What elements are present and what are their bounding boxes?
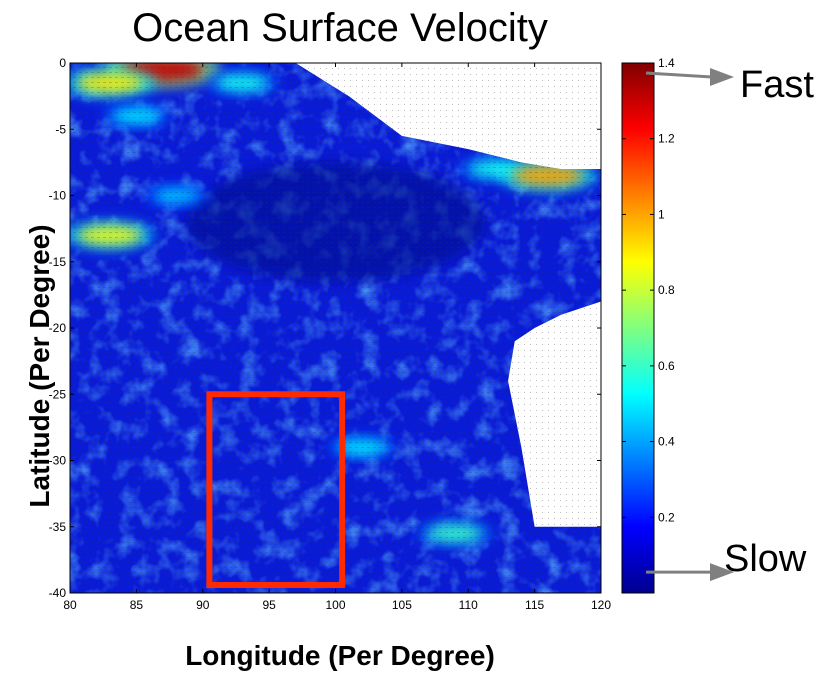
annotation-arrow-head-0 (710, 68, 734, 86)
x-tick-label-6: 110 (459, 598, 478, 612)
x-tick-label-3: 95 (262, 598, 276, 612)
colorbar-tick-label-5: 1.2 (658, 132, 675, 146)
x-tick-label-7: 115 (525, 598, 544, 612)
y-tick-label-2: -10 (49, 189, 67, 203)
y-tick-label-3: -15 (49, 255, 67, 269)
annotation-arrow-line-0 (645, 71, 713, 79)
x-tick-label-0: 80 (63, 598, 77, 612)
y-tick-label-1: -5 (55, 122, 66, 136)
fast-annotation: Fast (740, 64, 814, 106)
x-axis-title: Longitude (Per Degree) (185, 640, 495, 671)
colorbar-tick-label-6: 1.4 (658, 56, 675, 70)
x-tick-label-1: 85 (130, 598, 144, 612)
chart-title: Ocean Surface Velocity (132, 6, 548, 50)
y-tick-label-7: -35 (49, 520, 67, 534)
colorbar-tick-label-1: 0.4 (658, 435, 675, 449)
land-stipple-0 (295, 63, 601, 169)
annotation-arrow-head-1 (710, 563, 734, 582)
y-tick-label-5: -25 (49, 387, 67, 401)
x-tick-label-8: 120 (591, 598, 611, 612)
colorbar-tick-label-3: 0.8 (658, 283, 675, 297)
highlight-box (206, 391, 346, 588)
y-tick-label-0: 0 (59, 56, 66, 70)
colorbar-tick-label-4: 1 (658, 207, 665, 221)
colorbar-tick-label-2: 0.6 (658, 359, 675, 373)
y-tick-label-4: -20 (49, 321, 67, 335)
x-tick-label-2: 90 (196, 598, 210, 612)
y-tick-label-6: -30 (49, 454, 67, 468)
slow-annotation: Slow (724, 538, 807, 580)
colorbar (621, 62, 655, 594)
land-stipple-1 (508, 301, 601, 527)
y-tick-label-8: -40 (49, 586, 67, 600)
x-tick-label-5: 105 (392, 598, 412, 612)
x-tick-label-4: 100 (325, 598, 345, 612)
colorbar-tick-label-0: 0.2 (658, 510, 675, 524)
